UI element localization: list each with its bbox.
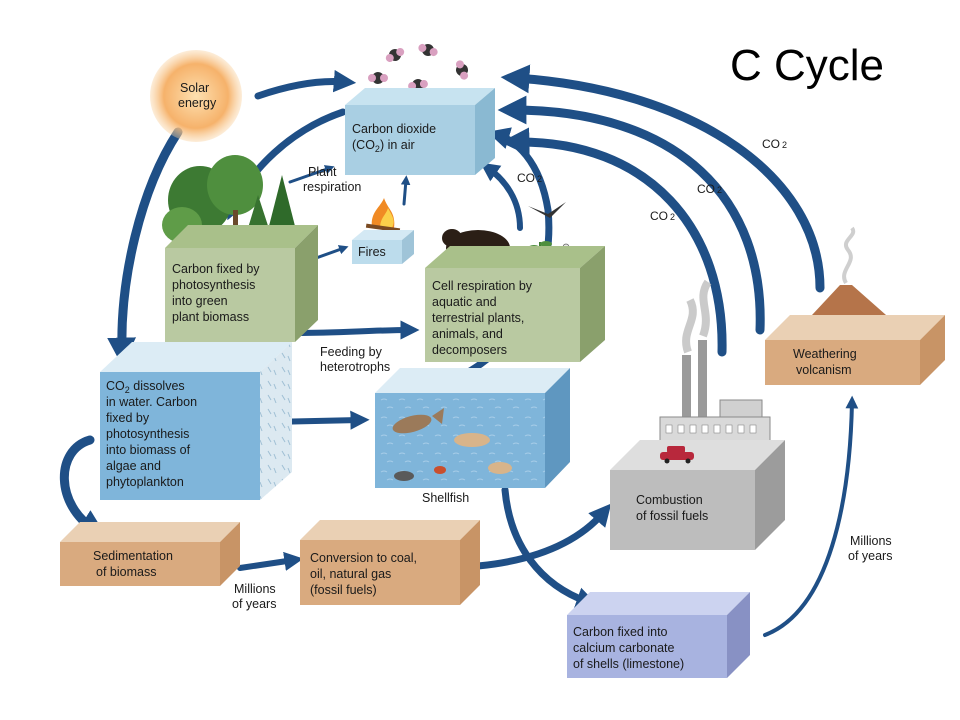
air-label-line-1: Carbon dioxide	[352, 122, 436, 136]
respiration-label-line-1: Cell respiration by	[432, 279, 533, 293]
arrow-sun-to-air	[254, 69, 357, 100]
feeding-label-line-2: heterotrophs	[320, 360, 390, 374]
fire-icon	[365, 198, 401, 233]
sun-label-line-1: Solar	[180, 81, 209, 95]
plants-label-line-2: photosynthesis	[172, 278, 255, 292]
co2-molecules-icon	[368, 43, 469, 91]
water-label-line-3: fixed by	[106, 411, 150, 425]
water-label-line-5: into biomass of	[106, 443, 191, 457]
arrow-limestone-to-weathering	[763, 395, 859, 637]
plant-box: Carbon fixed by photosynthesis into gree…	[162, 155, 318, 342]
water-label-line-1: CO2 dissolves	[106, 379, 185, 395]
fossil-label-line-3: (fossil fuels)	[310, 583, 377, 597]
limestone-label-line-2: calcium carbonate	[573, 641, 674, 655]
arrow-sun-to-water	[107, 127, 183, 367]
fossil-fuels-box: Conversion to coal, oil, natural gas (fo…	[300, 520, 480, 605]
respiration-label-line-5: decomposers	[432, 343, 507, 357]
arrow-feeding	[292, 320, 420, 340]
millions-2-line-2: of years	[848, 549, 892, 563]
plant-respiration-line-2: respiration	[303, 180, 361, 194]
arrow-combustion-to-air	[500, 127, 727, 357]
millions-2-line-1: Millions	[850, 534, 892, 548]
respiration-box: Cell respiration by aquatic and terrestr…	[425, 202, 605, 362]
arrow-sediment-to-fossil	[237, 551, 304, 571]
combustion-box: Combustion of fossil fuels	[610, 279, 785, 550]
arrow-combustion-to-air-2	[497, 95, 765, 335]
air-label-line-2: (CO2) in air	[352, 138, 415, 154]
limestone-label-line-3: of shells (limestone)	[573, 657, 684, 671]
limestone-label-line-1: Carbon fixed into	[573, 625, 668, 639]
arrow-plant-respiration	[288, 165, 335, 184]
sedimentation-box: Sedimentation of biomass	[60, 522, 240, 586]
millions-1-line-1: Millions	[234, 582, 276, 596]
water-label-line-7: phytoplankton	[106, 475, 184, 489]
fish-icon	[392, 408, 444, 434]
shellfish-label: Shellfish	[422, 491, 469, 505]
weathering-box: Weathering volcanism	[765, 226, 945, 385]
air-box: Carbon dioxide (CO2) in air	[345, 88, 495, 175]
combustion-label-line-2: of fossil fuels	[636, 509, 708, 523]
plant-respiration-line-1: Plant	[308, 165, 337, 179]
arrow-shellfish-to-limestone	[501, 486, 599, 609]
arrow-water-to-sediment	[59, 435, 108, 538]
trees-icon	[162, 155, 296, 247]
weathering-label-line-1: Weathering	[793, 347, 857, 361]
respiration-label-line-4: animals, and	[432, 327, 503, 341]
fires-box: Fires	[352, 198, 414, 264]
arrow-fossil-to-combustion	[474, 503, 612, 570]
water-label-line-2: in water. Carbon	[106, 395, 197, 409]
water-algae-box: CO2 dissolves in water. Carbon fixed by …	[100, 342, 292, 500]
arrow-respiration-to-air	[480, 162, 523, 231]
water-label-line-4: photosynthesis	[106, 427, 189, 441]
fires-label: Fires	[358, 245, 386, 259]
shellfish-icon	[394, 433, 512, 481]
millions-1-line-2: of years	[232, 597, 276, 611]
respiration-label-line-3: terrestrial plants,	[432, 311, 524, 325]
combustion-label-line-1: Combustion	[636, 493, 703, 507]
fossil-label-line-1: Conversion to coal,	[310, 551, 417, 565]
plants-label-line-4: plant biomass	[172, 310, 249, 324]
sediment-label-line-1: Sedimentation	[93, 549, 173, 563]
sun-label-line-2: energy	[178, 96, 217, 110]
arrow-fires-to-air	[400, 175, 411, 206]
water-label-line-6: algae and	[106, 459, 161, 473]
ocean-shellfish-box	[375, 368, 570, 488]
arrow-weathering-to-air	[500, 64, 825, 293]
weathering-label-line-2: volcanism	[796, 363, 852, 377]
sediment-label-line-2: of biomass	[96, 565, 156, 579]
page-title: C Cycle	[730, 41, 884, 90]
limestone-box: Carbon fixed into calcium carbonate of s…	[567, 592, 750, 678]
feeding-label-line-1: Feeding by	[320, 345, 383, 359]
plants-label-line-3: into green	[172, 294, 228, 308]
car-icon	[660, 446, 694, 464]
sun-icon	[150, 50, 242, 142]
flying-bird-icon	[528, 202, 566, 218]
factory-icon	[659, 279, 771, 442]
volcano-icon	[812, 226, 886, 315]
respiration-label-line-2: aquatic and	[432, 295, 497, 309]
sun-node: Solar energy	[150, 50, 242, 142]
fossil-label-line-2: oil, natural gas	[310, 567, 391, 581]
plants-label-line-1: Carbon fixed by	[172, 262, 260, 276]
